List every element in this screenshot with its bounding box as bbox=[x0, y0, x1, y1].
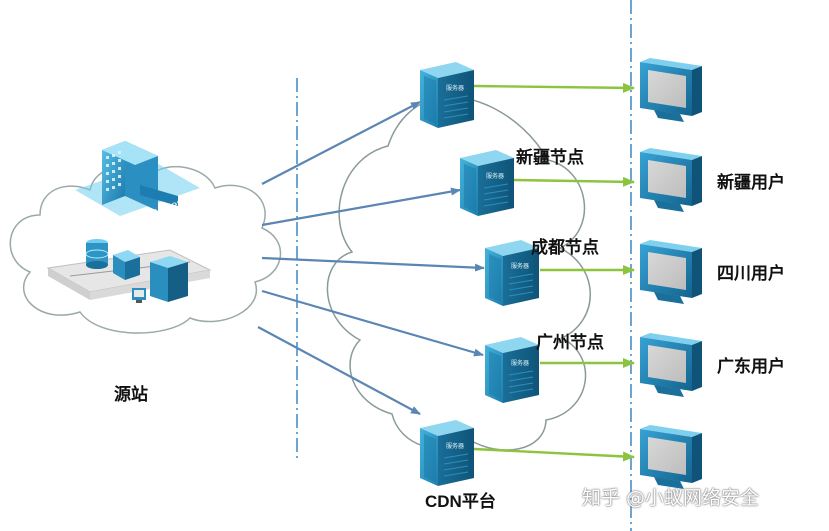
node-to-user-arrow bbox=[473, 82, 635, 93]
node-label-chengdu: 成都节点 bbox=[531, 238, 599, 258]
server-tag: 服务器 bbox=[486, 172, 504, 180]
node-to-user-arrow bbox=[513, 176, 635, 187]
user-computer-icon bbox=[640, 148, 702, 212]
cdn-server-icon: 服务器 bbox=[420, 420, 474, 486]
user-computer-icon bbox=[640, 425, 702, 489]
cdn-server-icon: 服务器 bbox=[485, 240, 539, 306]
cdn-server-icon: 服务器 bbox=[460, 150, 514, 216]
server-rack-platform-icon bbox=[46, 239, 212, 303]
origin-to-node-arrow bbox=[261, 187, 461, 227]
watermark: 知乎 @小蚁网络安全 bbox=[582, 487, 760, 509]
node-label-guangzhou: 广州节点 bbox=[536, 333, 604, 353]
user-label-guangdong: 广东用户 bbox=[717, 357, 785, 377]
user-computer-icon bbox=[640, 58, 702, 122]
server-tag: 服务器 bbox=[511, 262, 529, 270]
cdn-platform-label: CDN平台 bbox=[425, 492, 496, 511]
node-to-user-arrow bbox=[473, 447, 635, 462]
user-computer-icon bbox=[640, 333, 702, 397]
cdn-server-icon: 服务器 bbox=[485, 337, 539, 403]
user-label-xinjiang: 新疆用户 bbox=[717, 173, 785, 193]
user-label-sichuan: 四川用户 bbox=[717, 264, 785, 284]
origin-label: 源站 bbox=[114, 385, 148, 405]
node-label-xinjiang: 新疆节点 bbox=[516, 148, 584, 168]
origin-to-node-arrow bbox=[261, 256, 485, 272]
server-tag: 服务器 bbox=[446, 84, 464, 92]
data-center-icon bbox=[75, 141, 200, 216]
cdn-cloud bbox=[326, 96, 591, 451]
user-computer-icon bbox=[640, 240, 702, 304]
origin-to-node-arrow bbox=[261, 289, 484, 357]
origin-to-node-arrow bbox=[257, 326, 421, 415]
cdn-server-icon: 服务器 bbox=[420, 62, 474, 128]
origin-to-node-arrow bbox=[261, 101, 421, 185]
server-tag: 服务器 bbox=[511, 359, 529, 367]
server-tag: 服务器 bbox=[446, 442, 464, 450]
